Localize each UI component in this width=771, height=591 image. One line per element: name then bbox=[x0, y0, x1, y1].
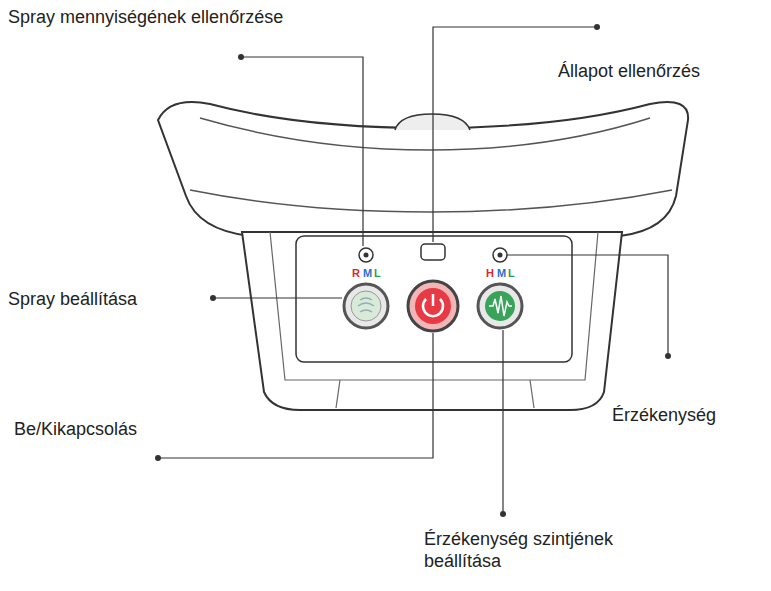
callout-label: Állapot ellenőrzés bbox=[558, 60, 700, 82]
spray-button bbox=[344, 284, 388, 328]
level-letter: L bbox=[374, 267, 381, 279]
callout-label: Érzékenység bbox=[612, 404, 716, 426]
level-letter: R bbox=[352, 267, 360, 279]
sensitivity-button bbox=[478, 284, 522, 328]
status-led bbox=[421, 244, 445, 260]
level-letter: L bbox=[508, 267, 515, 279]
callout-label: Érzékenység szintjének beállítása bbox=[424, 528, 619, 572]
leader-lines bbox=[158, 27, 668, 514]
receiver-housing bbox=[242, 232, 622, 410]
callout-label: Spray beállítása bbox=[8, 288, 137, 310]
callout-label: Spray mennyiségének ellenőrzése bbox=[8, 6, 283, 28]
strap-edge bbox=[190, 190, 672, 212]
collar-strap bbox=[158, 102, 688, 236]
housing-edge bbox=[270, 232, 598, 380]
power-button bbox=[408, 281, 458, 331]
level-letter: H bbox=[486, 267, 494, 279]
level-letter: M bbox=[363, 267, 372, 279]
callout-label: Be/Kikapcsolás bbox=[14, 418, 137, 440]
spray-led bbox=[359, 248, 373, 262]
level-letter: M bbox=[497, 267, 506, 279]
sensitivity-led bbox=[493, 248, 507, 262]
